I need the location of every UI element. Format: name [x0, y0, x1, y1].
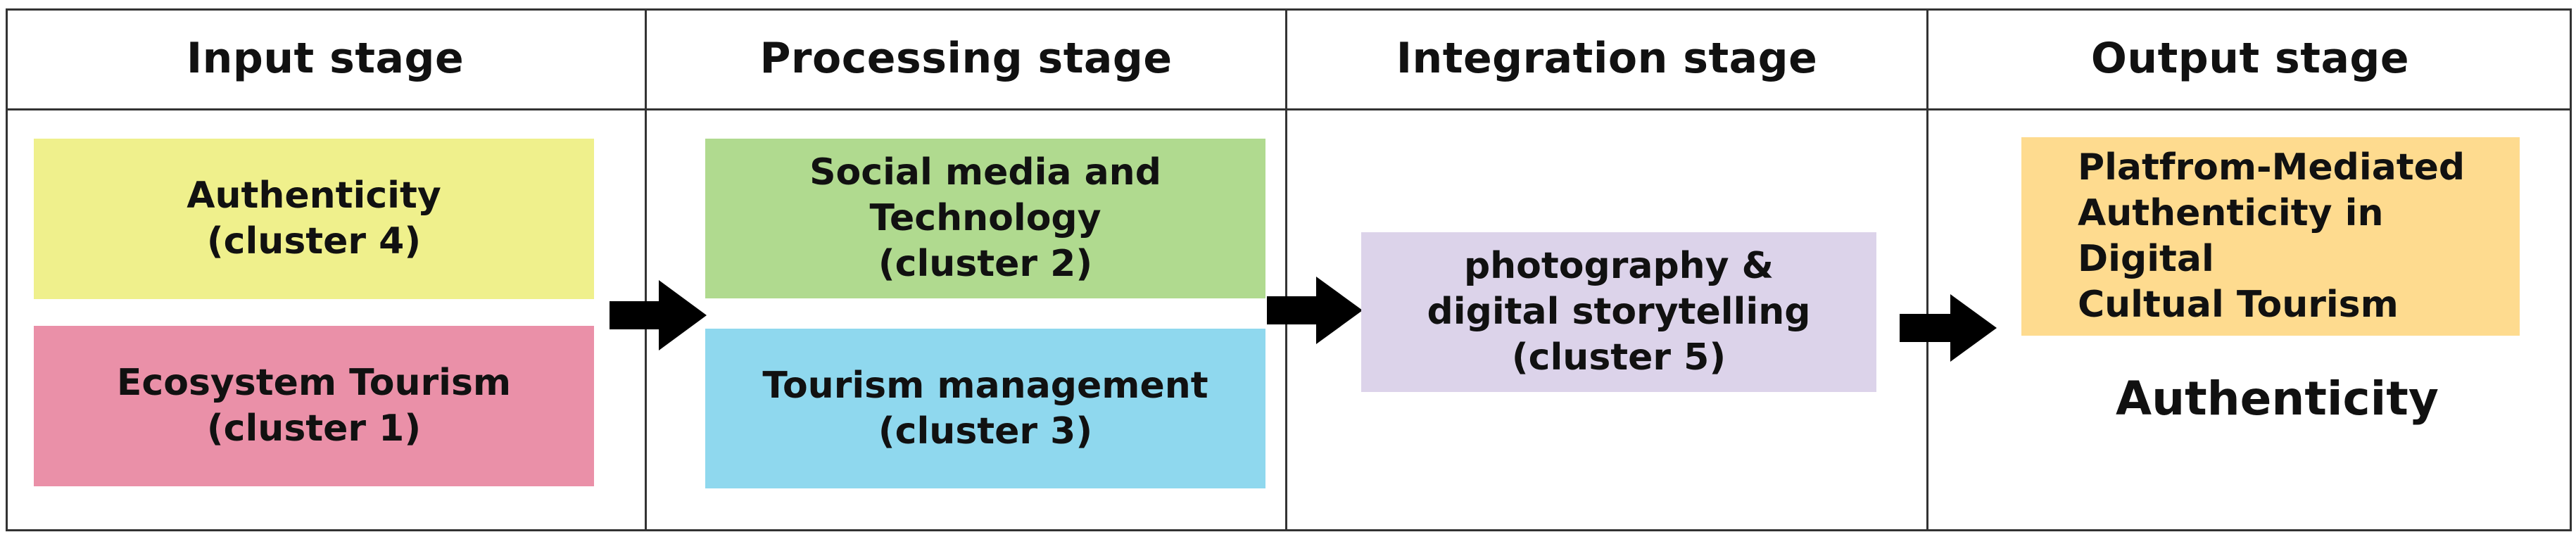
storytelling-title: digital storytelling: [1427, 291, 1811, 333]
authenticity-cluster-label: (cluster 4): [206, 220, 422, 262]
authenticity-cluster-box: Authenticity (cluster 4): [34, 139, 594, 299]
social-media-cluster-label: (cluster 2): [878, 243, 1093, 285]
platform-line-1: Platfrom-Mediated: [2078, 146, 2465, 189]
photography-cluster-label: (cluster 5): [1511, 336, 1726, 379]
ecosystem-cluster-label: (cluster 1): [206, 407, 422, 450]
column-divider-1: [645, 8, 647, 531]
photography-title: photography &: [1463, 245, 1774, 287]
ecosystem-title: Ecosystem Tourism: [116, 362, 512, 404]
platform-line-3: Cultual Tourism: [2078, 284, 2399, 326]
authenticity-title: Authenticity: [187, 175, 441, 217]
tourism-management-cluster-label: (cluster 3): [878, 410, 1093, 453]
photography-storytelling-box: photography & digital storytelling (clus…: [1361, 232, 1876, 392]
social-media-title: Social media and Technology: [809, 151, 1161, 239]
ecosystem-tourism-box: Ecosystem Tourism (cluster 1): [34, 326, 594, 486]
stage-title-input: Input stage: [186, 34, 465, 83]
arrow-right-icon: [610, 280, 707, 350]
column-divider-2: [1285, 8, 1287, 531]
arrow-right-icon: [1900, 294, 1997, 362]
stage-title-output: Output stage: [2090, 34, 2410, 83]
diagram-frame: [6, 8, 2572, 531]
stage-title-integration: Integration stage: [1396, 34, 1818, 83]
header-divider: [6, 108, 2572, 110]
column-divider-3: [1926, 8, 1928, 531]
tourism-management-box: Tourism management (cluster 3): [705, 329, 1265, 488]
social-media-technology-box: Social media and Technology (cluster 2): [705, 139, 1265, 298]
tourism-management-title: Tourism management: [762, 364, 1208, 407]
platform-mediated-authenticity-box: Platfrom-Mediated Authenticity in Digita…: [2021, 137, 2520, 336]
output-authenticity-label: Authenticity: [2116, 372, 2439, 426]
platform-line-2: Authenticity in Digital: [2078, 192, 2384, 280]
arrow-right-icon: [1267, 277, 1363, 344]
stage-title-processing: Processing stage: [759, 34, 1173, 83]
